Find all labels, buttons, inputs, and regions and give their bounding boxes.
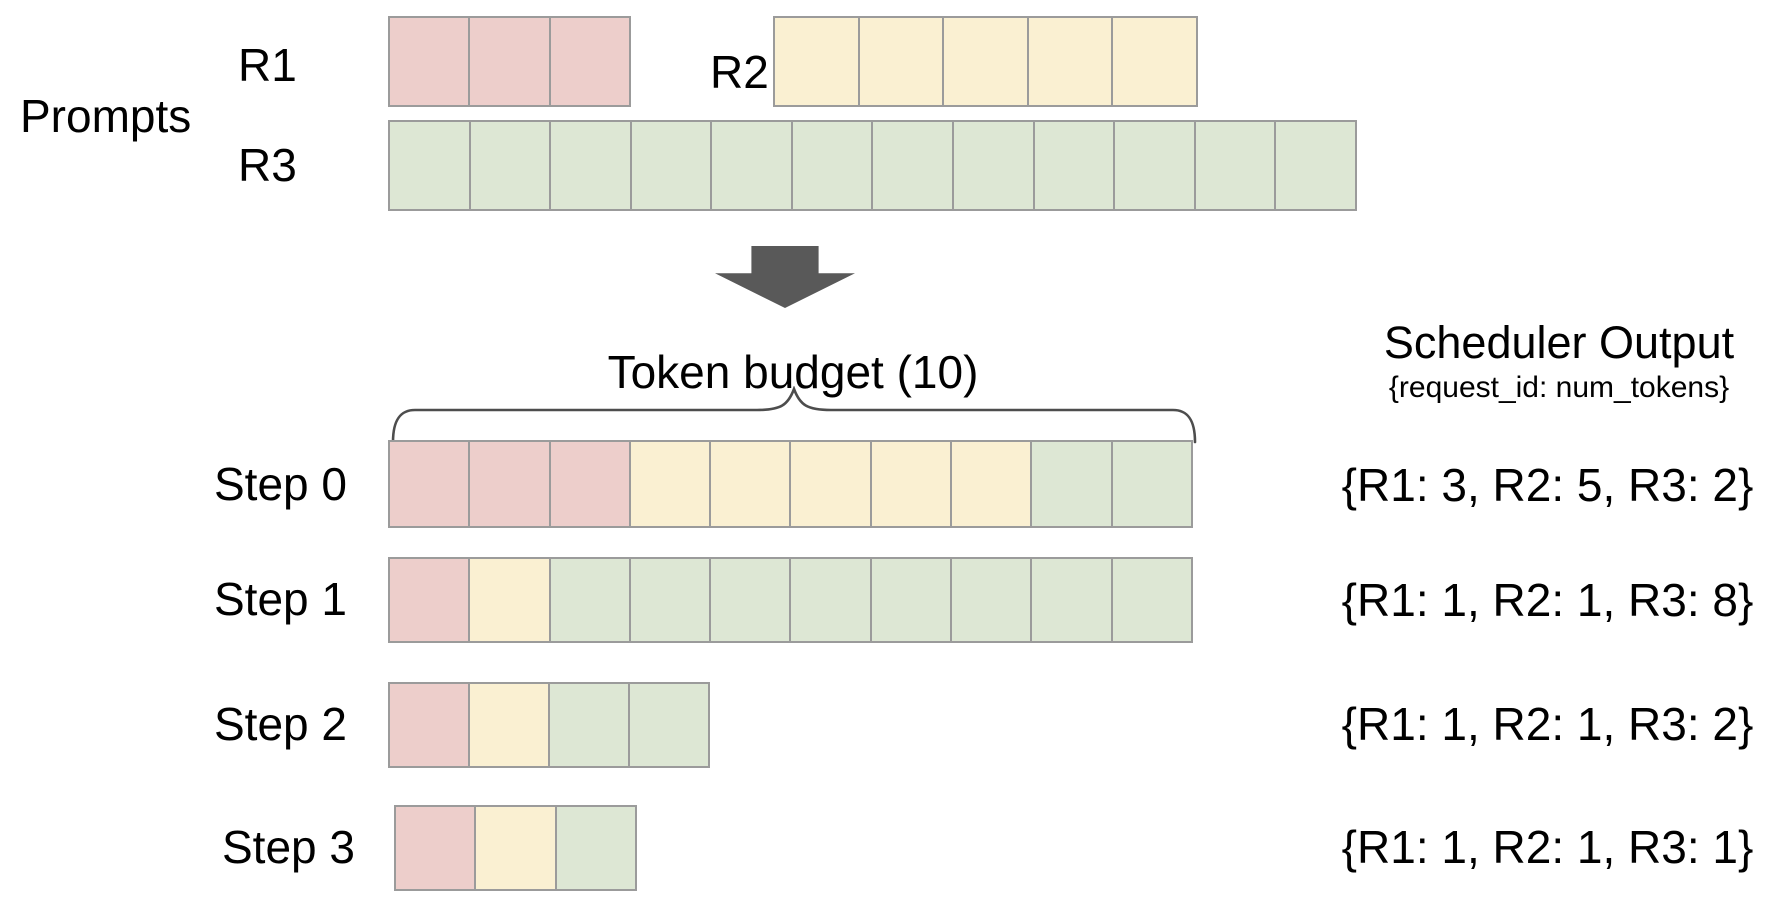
token-cell <box>1111 18 1196 105</box>
step-3-token-row <box>394 805 637 891</box>
token-cell <box>390 559 469 641</box>
token-cell <box>474 807 555 889</box>
token-cell <box>709 442 790 526</box>
token-cell <box>548 559 629 641</box>
token-cell <box>554 807 635 889</box>
step-3-output: {R1: 1, R2: 1, R3: 1} <box>1341 821 1754 873</box>
token-cell <box>1030 559 1111 641</box>
token-cell <box>629 122 711 209</box>
request-r3-token-row <box>388 120 1357 211</box>
token-cell <box>950 442 1031 526</box>
token-cell <box>1030 442 1111 526</box>
token-cell <box>628 442 710 526</box>
token-cell <box>869 442 951 526</box>
token-cell <box>548 18 629 105</box>
step-3-label: Step 3 <box>222 821 355 873</box>
token-cell <box>1110 559 1191 641</box>
step-1-output: {R1: 1, R2: 1, R3: 8} <box>1341 574 1754 626</box>
token-cell <box>942 18 1027 105</box>
token-cell <box>548 442 629 526</box>
request-r1-token-row <box>388 16 631 107</box>
token-cell <box>468 442 549 526</box>
step-1-token-row <box>388 557 1193 643</box>
token-cell <box>390 122 469 209</box>
step-2-label: Step 2 <box>214 698 347 750</box>
token-cell <box>548 684 628 766</box>
token-cell <box>628 684 708 766</box>
token-cell <box>390 18 469 105</box>
token-cell <box>952 122 1033 209</box>
request-r2-token-row <box>773 16 1198 107</box>
token-cell <box>775 18 858 105</box>
token-budget-brace <box>391 386 1197 444</box>
token-cell <box>869 559 951 641</box>
token-cell <box>1113 122 1194 209</box>
request-r1-label: R1 <box>238 39 297 91</box>
scheduler-output-subtitle: {request_id: num_tokens} <box>1388 371 1730 404</box>
token-cell <box>790 122 872 209</box>
token-cell <box>1193 122 1275 209</box>
token-cell <box>709 559 790 641</box>
token-cell <box>628 559 710 641</box>
token-cell <box>1026 18 1112 105</box>
step-2-output: {R1: 1, R2: 1, R3: 2} <box>1341 698 1754 750</box>
prompts-section-label: Prompts <box>20 90 192 142</box>
step-0-output: {R1: 3, R2: 5, R3: 2} <box>1341 459 1754 511</box>
token-cell <box>1032 122 1114 209</box>
token-cell <box>396 807 475 889</box>
step-0-label: Step 0 <box>214 458 347 510</box>
request-r3-label: R3 <box>238 139 297 191</box>
token-cell <box>857 18 943 105</box>
token-cell <box>1274 122 1355 209</box>
token-cell <box>1110 442 1191 526</box>
token-cell <box>468 684 548 766</box>
token-cell <box>468 18 549 105</box>
step-2-token-row <box>388 682 710 768</box>
token-cell <box>789 559 870 641</box>
token-cell <box>390 442 469 526</box>
step-1-label: Step 1 <box>214 573 347 625</box>
token-cell <box>468 122 550 209</box>
request-r2-label: R2 <box>710 46 769 98</box>
step-0-token-row <box>388 440 1193 528</box>
token-cell <box>549 122 630 209</box>
token-cell <box>871 122 953 209</box>
token-cell <box>710 122 791 209</box>
token-cell <box>950 559 1031 641</box>
token-cell <box>789 442 870 526</box>
down-arrow-icon <box>715 246 855 308</box>
token-cell <box>468 559 549 641</box>
token-cell <box>390 684 468 766</box>
scheduler-output-title: Scheduler Output <box>1383 317 1735 368</box>
